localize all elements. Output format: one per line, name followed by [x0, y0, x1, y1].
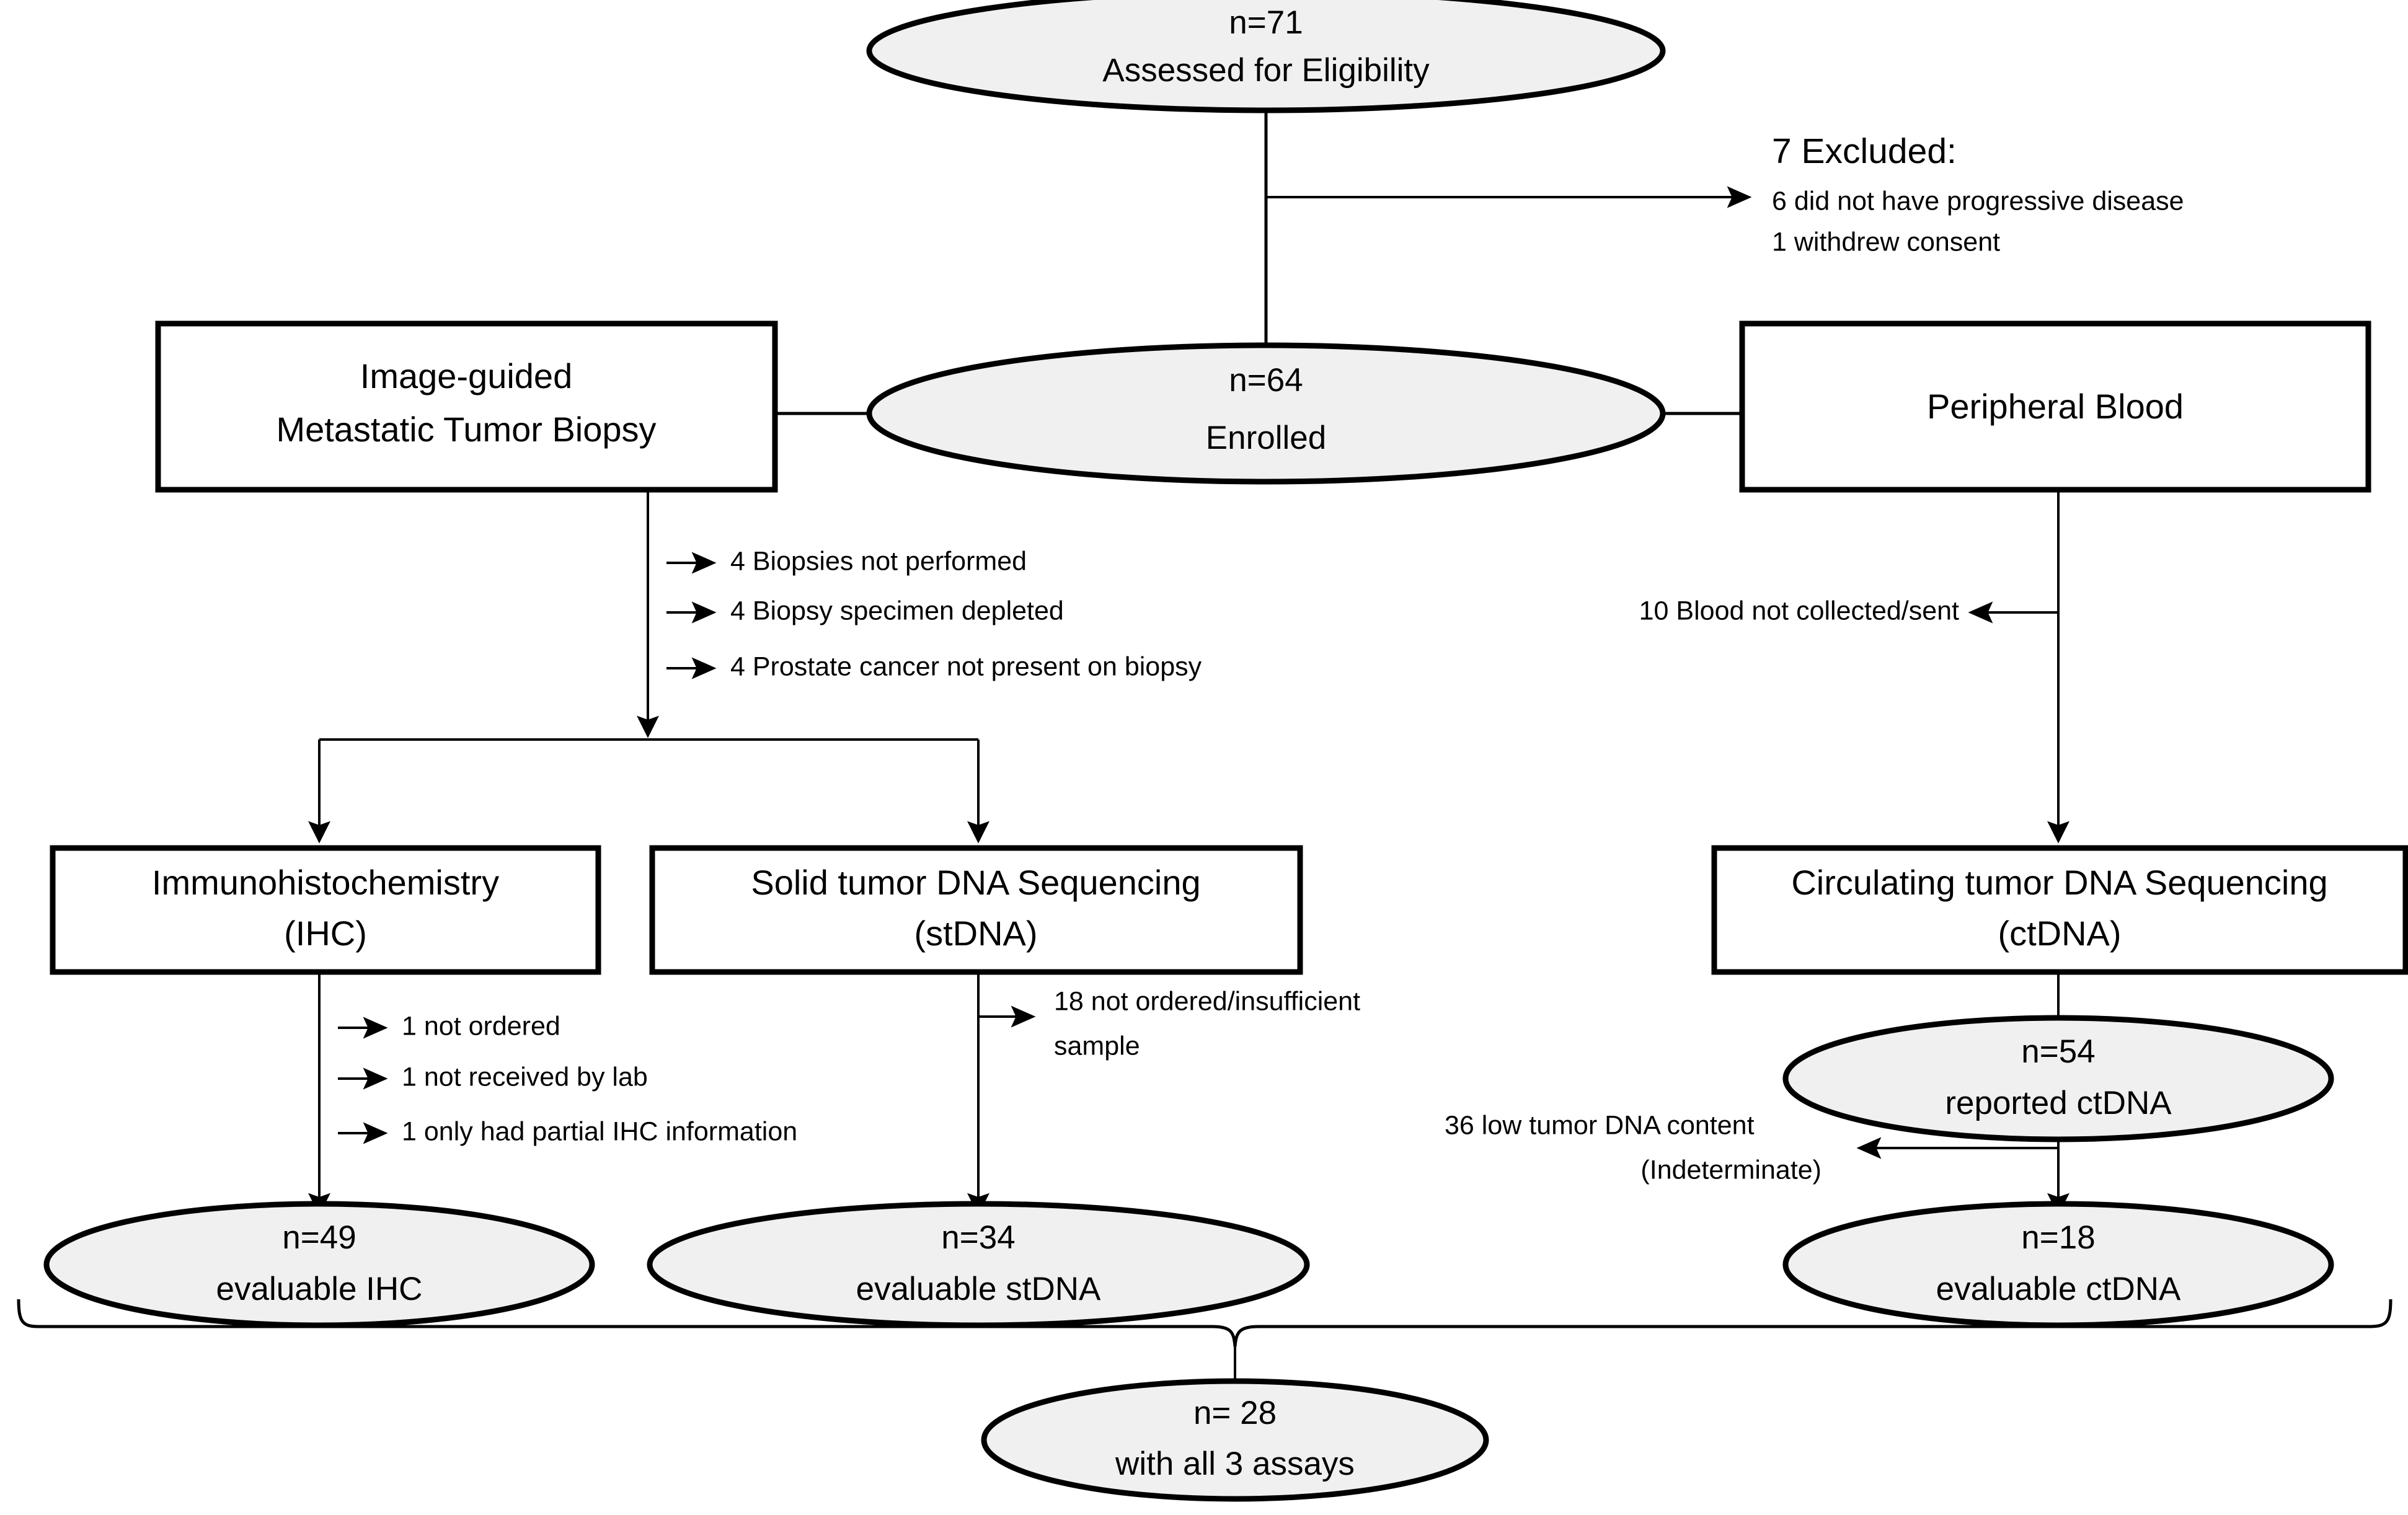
box-peripheral-blood-label: Peripheral Blood [1927, 387, 2184, 426]
node-enrolled-line2: Enrolled [1206, 420, 1326, 456]
annotation-stdna-loss-line2: sample [1054, 1031, 1140, 1061]
node-reported-ctdna-line2: reported ctDNA [1945, 1085, 2172, 1121]
annotation-biopsy-loss-1: 4 Biopsies not performed [730, 546, 1027, 576]
node-evaluable-ihc-line2: evaluable IHC [216, 1271, 423, 1307]
node-evaluable-stdna[interactable] [647, 1201, 1310, 1328]
node-evaluable-ctdna-line1: n=18 [2021, 1219, 2095, 1256]
box-stdna-line1: Solid tumor DNA Sequencing [751, 863, 1200, 902]
node-all-three-assays[interactable] [981, 1378, 1489, 1502]
box-ctdna-line2: (ctDNA) [1998, 914, 2121, 953]
box-biopsy-line2: Metastatic Tumor Biopsy [276, 410, 656, 449]
box-image-guided-biopsy[interactable] [155, 320, 778, 493]
node-assessed-line1: n=71 [1229, 4, 1303, 41]
node-reported-ctdna-line1: n=54 [2021, 1033, 2095, 1070]
box-peripheral-blood[interactable] [1739, 320, 2371, 493]
annotation-excluded-heading: 7 Excluded: [1772, 131, 1957, 171]
annotation-ctdna-loss-line2: (Indeterminate) [1640, 1155, 1821, 1185]
box-solid-tumor-dna-sequencing[interactable] [649, 845, 1303, 975]
annotation-biopsy-loss-3: 4 Prostate cancer not present on biopsy [730, 651, 1202, 681]
node-evaluable-ctdna-line2: evaluable ctDNA [1936, 1271, 2181, 1307]
node-enrolled[interactable] [866, 342, 1666, 485]
annotation-ihc-loss-3: 1 only had partial IHC information [402, 1116, 797, 1146]
annotation-excluded-item-1: 6 did not have progressive disease [1772, 186, 2184, 216]
annotation-ihc-loss-1: 1 not ordered [402, 1011, 560, 1041]
box-ihc-line2: (IHC) [284, 914, 367, 953]
node-all-three-line1: n= 28 [1193, 1395, 1277, 1431]
node-evaluable-ctdna[interactable] [1782, 1201, 2334, 1328]
node-evaluable-stdna-line1: n=34 [941, 1219, 1015, 1256]
box-circulating-tumor-dna-sequencing[interactable] [1711, 845, 2408, 975]
annotation-stdna-loss-line1: 18 not ordered/insufficient [1054, 986, 1360, 1016]
box-stdna-line2: (stDNA) [914, 914, 1037, 953]
node-evaluable-stdna-line2: evaluable stDNA [856, 1271, 1101, 1307]
annotation-biopsy-loss-2: 4 Biopsy specimen depleted [730, 596, 1064, 625]
node-reported-ctdna[interactable] [1782, 1015, 2334, 1142]
box-ihc-line1: Immunohistochemistry [152, 863, 499, 902]
bottom-brace [17, 1299, 2393, 1347]
node-evaluable-ihc-line1: n=49 [282, 1219, 356, 1256]
annotation-excluded-item-2: 1 withdrew consent [1772, 227, 2000, 257]
box-ctdna-line1: Circulating tumor DNA Sequencing [1791, 863, 2327, 902]
node-assessed-for-eligibility[interactable] [866, 0, 1666, 113]
node-enrolled-line1: n=64 [1229, 362, 1303, 399]
box-immunohistochemistry[interactable] [50, 845, 601, 975]
node-assessed-line2: Assessed for Eligibility [1102, 52, 1430, 89]
annotation-ctdna-loss-line1: 36 low tumor DNA content [1445, 1110, 1755, 1140]
node-evaluable-ihc[interactable] [43, 1201, 595, 1328]
box-biopsy-line1: Image-guided [360, 356, 572, 395]
annotation-blood-loss: 10 Blood not collected/sent [1639, 596, 1959, 625]
node-all-three-line2: with all 3 assays [1115, 1446, 1355, 1482]
annotation-ihc-loss-2: 1 not received by lab [402, 1062, 648, 1092]
